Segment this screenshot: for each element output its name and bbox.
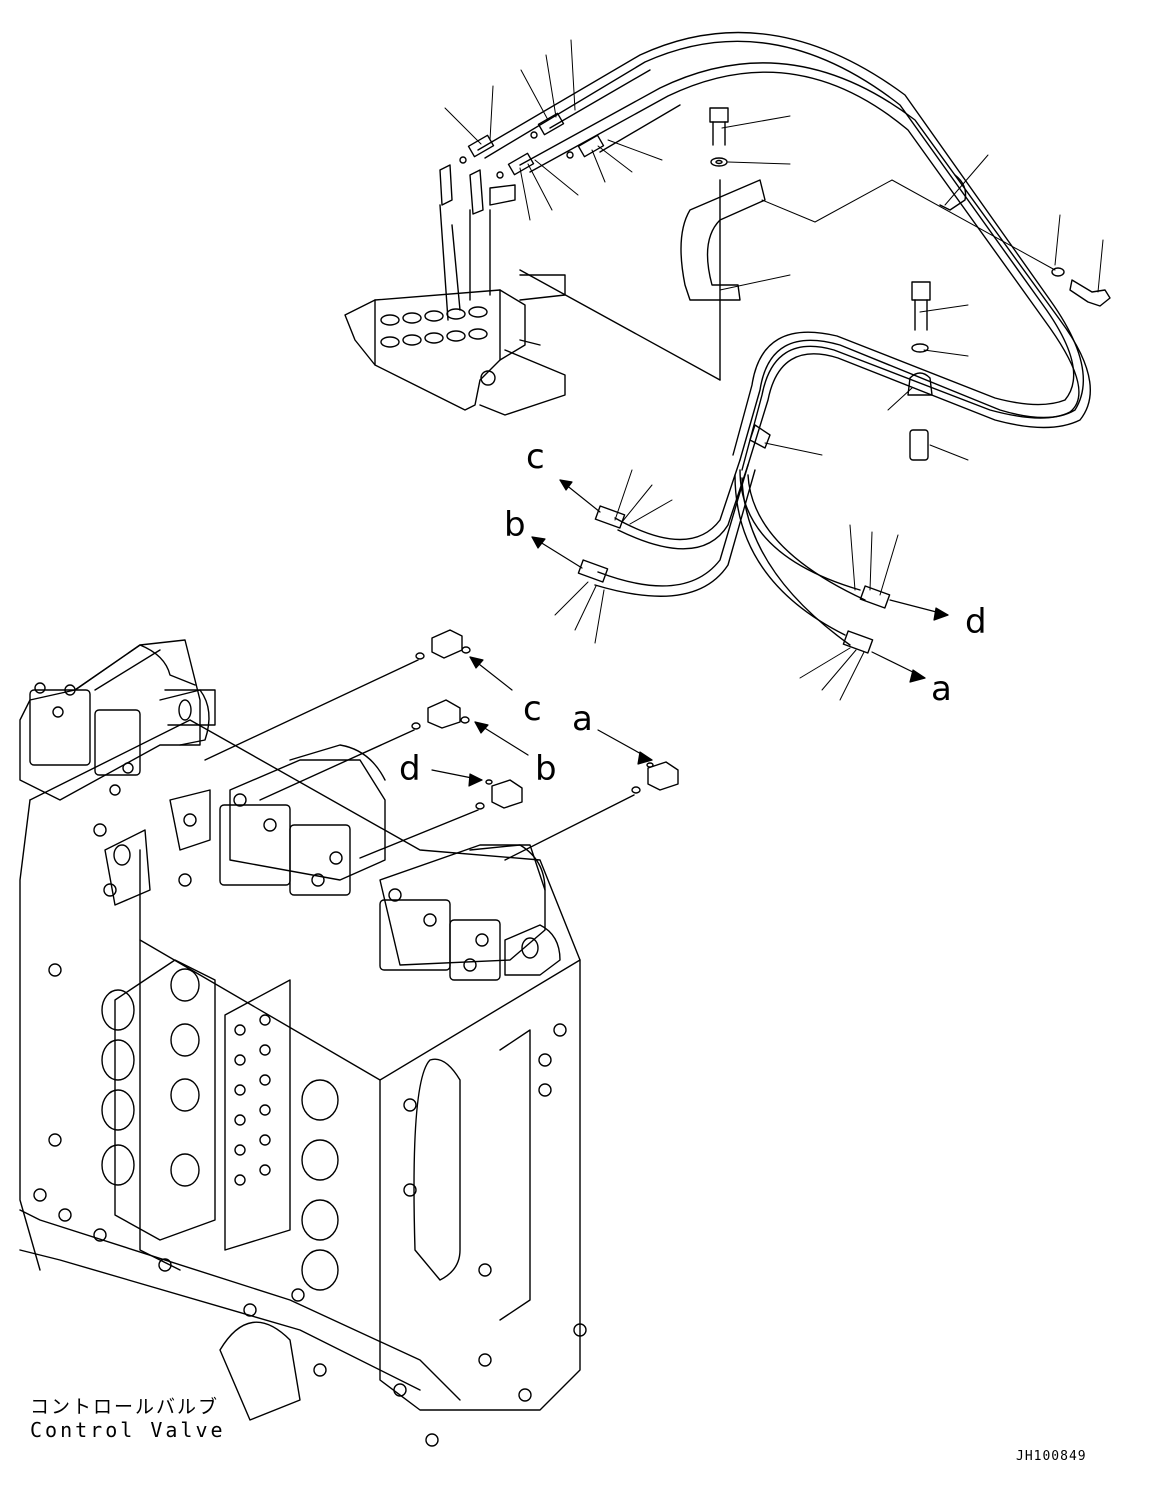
label-a-right: a: [931, 669, 952, 709]
label-b-lower: b: [535, 749, 557, 789]
small-valve-block: [345, 165, 720, 415]
bolts-and-clamps: [681, 108, 1110, 460]
drawing-number: JH100849: [1016, 1449, 1087, 1464]
label-b-upper: b: [504, 505, 526, 545]
connection-arrows: [432, 480, 948, 786]
control-valve-assembly: [20, 640, 586, 1446]
upper-tube-bundle: [478, 33, 1090, 471]
label-d-lower: d: [399, 749, 421, 789]
label-a-lower: a: [572, 699, 593, 739]
label-c-lower: c: [523, 689, 542, 729]
upper-hose-fittings: [460, 113, 604, 178]
caption-english: Control Valve: [30, 1418, 226, 1442]
upper-leader-lines: [445, 40, 1103, 460]
caption-japanese: コントロールバルブ: [30, 1396, 220, 1418]
lower-hoses: [578, 460, 889, 653]
label-c-upper: c: [526, 437, 545, 477]
label-d-right: d: [965, 602, 987, 642]
lower-leader-lines: [555, 470, 898, 700]
